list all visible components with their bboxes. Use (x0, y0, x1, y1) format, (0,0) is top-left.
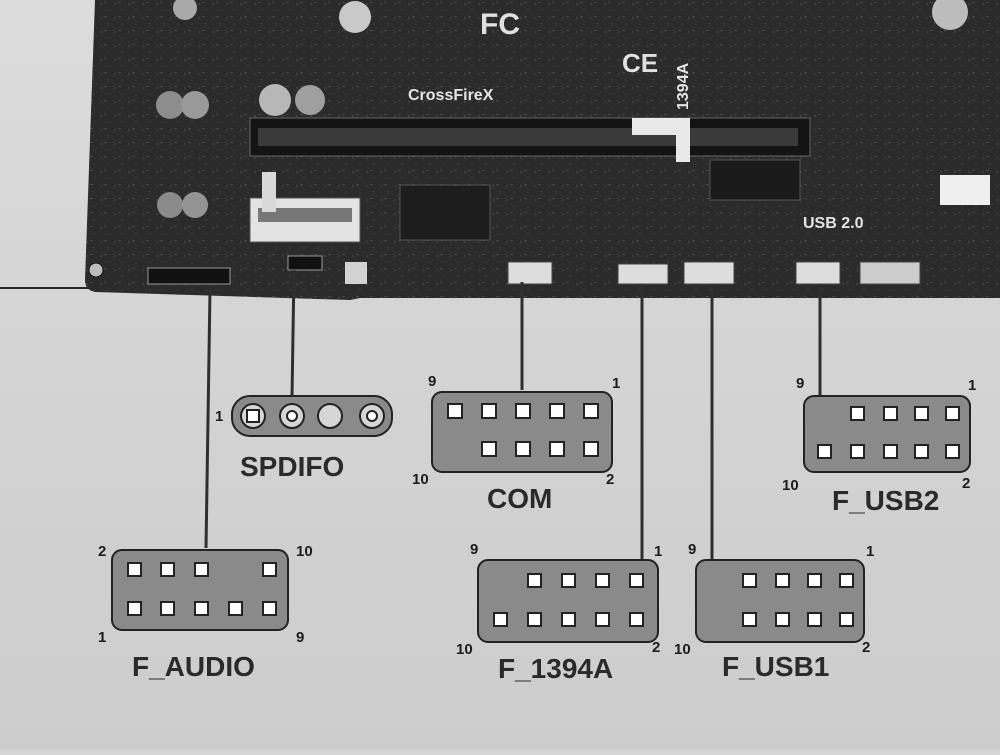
capacitor (295, 85, 325, 115)
f-usb1-pin-10-label: 10 (674, 641, 691, 658)
com-title: COM (487, 483, 552, 514)
onboard-header-fusb2 (795, 261, 841, 285)
f-1394a-connector: 9 1 10 2 F_1394A (456, 541, 662, 684)
f-usb1-title: F_USB1 (722, 651, 829, 682)
f-audio-pin-1-label: 1 (98, 629, 106, 646)
f-1394a-pin-2-label: 2 (652, 639, 660, 656)
chip-white (940, 175, 990, 205)
spdifo-pin-1-label: 1 (215, 408, 223, 425)
chip (709, 159, 801, 201)
com-pin-1-label: 1 (612, 375, 620, 392)
pcie-x1-latch (262, 172, 276, 212)
onboard-header-faudio (147, 267, 231, 285)
jumper-block (345, 262, 367, 284)
f-audio-pin-10-label: 10 (296, 543, 313, 560)
f-1394a-pin-9-label: 9 (470, 541, 478, 558)
capacitor (339, 1, 371, 33)
f-1394a-pin-10-label: 10 (456, 641, 473, 658)
f-1394a-pin-1-label: 1 (654, 543, 662, 560)
silkscreen-1394a: 1394A (675, 62, 692, 110)
f-usb1-pin-9-label: 9 (688, 541, 696, 558)
f-audio-title: F_AUDIO (132, 651, 255, 682)
capacitor (182, 192, 208, 218)
capacitor (932, 0, 968, 30)
f-audio-pins (127, 562, 277, 616)
f-usb1-housing (695, 559, 865, 643)
pcie-latch (632, 118, 690, 162)
silkscreen-usb20: USB 2.0 (803, 215, 864, 232)
com-pins (447, 403, 599, 457)
f-usb2-pin-9-label: 9 (796, 375, 804, 392)
f-1394a-housing (477, 559, 659, 643)
f-usb2-pin-1-label: 1 (968, 377, 976, 394)
onboard-header-com (507, 261, 553, 285)
spdifo-housing (231, 395, 393, 437)
f-usb1-pins (742, 573, 854, 627)
f-usb1-pin-2-label: 2 (862, 639, 870, 656)
f-usb1-connector: 9 1 10 2 F_USB1 (674, 541, 874, 682)
com-pin-2-label: 2 (606, 471, 614, 488)
pcie-x1-contacts (258, 208, 352, 222)
pcie-slot-contacts (258, 128, 798, 146)
f-audio-connector: 2 10 1 9 F_AUDIO (98, 543, 313, 682)
f-audio-pin-9-label: 9 (296, 629, 304, 646)
mounting-hole (88, 262, 104, 278)
capacitor (259, 84, 291, 116)
spdifo-title: SPDIFO (240, 451, 344, 482)
chip (399, 184, 491, 241)
capacitor (157, 192, 183, 218)
spdifo-pins (240, 403, 385, 429)
f-usb2-pin-10-label: 10 (782, 477, 799, 494)
f-usb2-title: F_USB2 (832, 485, 939, 516)
capacitor (173, 0, 197, 20)
ce-logo: CE (622, 48, 658, 78)
f-1394a-pins (493, 573, 644, 627)
silkscreen-crossfirex: CrossFireX (408, 87, 494, 104)
onboard-header-spdifo (287, 255, 323, 271)
f-usb2-pin-2-label: 2 (962, 475, 970, 492)
com-pin-9-label: 9 (428, 373, 436, 390)
f-usb2-pins (817, 406, 960, 459)
leader-lines (204, 269, 822, 560)
capacitor (156, 91, 184, 119)
f-usb2-connector: 9 1 10 2 F_USB2 (782, 375, 976, 516)
f-1394a-title: F_1394A (498, 653, 613, 684)
svg-text:FC: FC (480, 8, 520, 41)
f-audio-pin-2-label: 2 (98, 543, 106, 560)
com-pin-10-label: 10 (412, 471, 429, 488)
capacitor (181, 91, 209, 119)
pcb-board: CrossFireX USB 2.0 1394A FC CE (0, 0, 1000, 300)
onboard-header (859, 261, 921, 285)
f-audio-housing (111, 549, 289, 631)
svg-text:CE: CE (622, 48, 658, 78)
onboard-header-fusb1 (683, 261, 735, 285)
com-housing (431, 391, 613, 473)
onboard-header-f1394a (617, 263, 669, 285)
fcc-logo: FC (480, 8, 520, 41)
f-usb1-pin-1-label: 1 (866, 543, 874, 560)
spdifo-connector: 1 SPDIFO (215, 395, 393, 482)
com-connector: 9 1 10 2 COM (412, 373, 620, 514)
